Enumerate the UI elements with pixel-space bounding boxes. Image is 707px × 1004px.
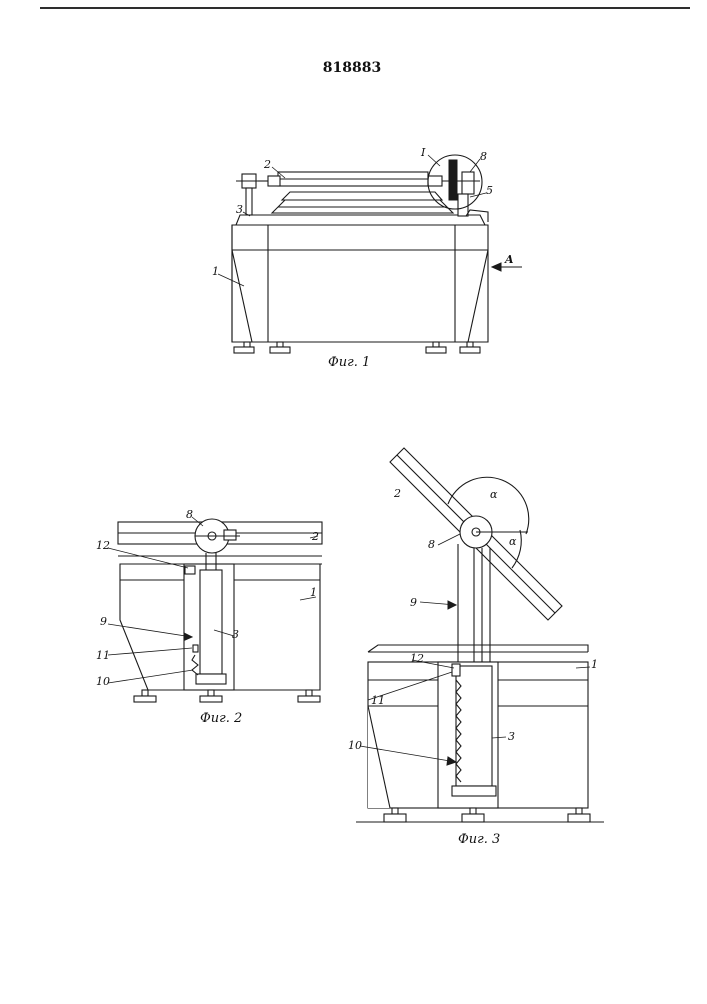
fig3-caption: Фиг. 3 <box>458 832 500 847</box>
fig3-label-1: 1 <box>591 658 598 671</box>
fig3-feet <box>384 808 590 822</box>
fig3-label-2: 2 <box>393 487 401 500</box>
fig2-feet <box>134 690 320 702</box>
fig1-caption: Фиг. 1 <box>328 355 370 370</box>
fig1-label-3: 3 <box>236 203 243 216</box>
fig1-frame-body <box>232 225 488 342</box>
fig1-label-8: 8 <box>480 150 487 163</box>
patent-number: 818883 <box>323 60 381 76</box>
figure-2: 8 2 12 1 9 3 11 10 Фиг. 2 <box>96 508 322 726</box>
fig1-disk-8 <box>449 160 457 200</box>
fig3-label-10: 10 <box>348 739 362 752</box>
fig3-column-3 <box>456 666 492 786</box>
figure-1: 2 3 1 I 8 5 A Фиг. 1 <box>212 146 522 370</box>
fig2-label-1: 1 <box>310 586 317 599</box>
fig2-label-9: 9 <box>100 615 107 628</box>
fig3-label-3: 3 <box>508 730 515 743</box>
fig3-label-8: 8 <box>428 538 435 551</box>
fig2-label-2: 2 <box>311 530 319 543</box>
fig1-label-A: A <box>504 253 514 266</box>
fig2-label-10: 10 <box>96 675 110 688</box>
fig3-label-alpha-1: α <box>490 488 498 501</box>
fig3-label-9: 9 <box>410 596 417 609</box>
fig2-column-3 <box>200 570 222 674</box>
fig3-label-12: 12 <box>410 652 424 665</box>
fig1-label-I: I <box>420 146 426 159</box>
fig1-label-2: 2 <box>263 158 271 171</box>
fig3-label-11: 11 <box>371 694 385 707</box>
fig2-label-12: 12 <box>96 539 110 552</box>
fig2-label-11: 11 <box>96 649 110 662</box>
fig2-label-8: 8 <box>186 508 193 521</box>
fig2-caption: Фиг. 2 <box>200 711 242 726</box>
fig1-feet <box>234 342 480 353</box>
fig1-label-1: 1 <box>212 265 219 278</box>
fig1-label-5: 5 <box>486 184 493 197</box>
fig2-label-3: 3 <box>232 628 239 641</box>
fig3-label-alpha-2: α <box>509 535 517 548</box>
figure-3: 2 α α 8 9 12 1 11 3 10 Фиг. 3 <box>348 448 604 847</box>
